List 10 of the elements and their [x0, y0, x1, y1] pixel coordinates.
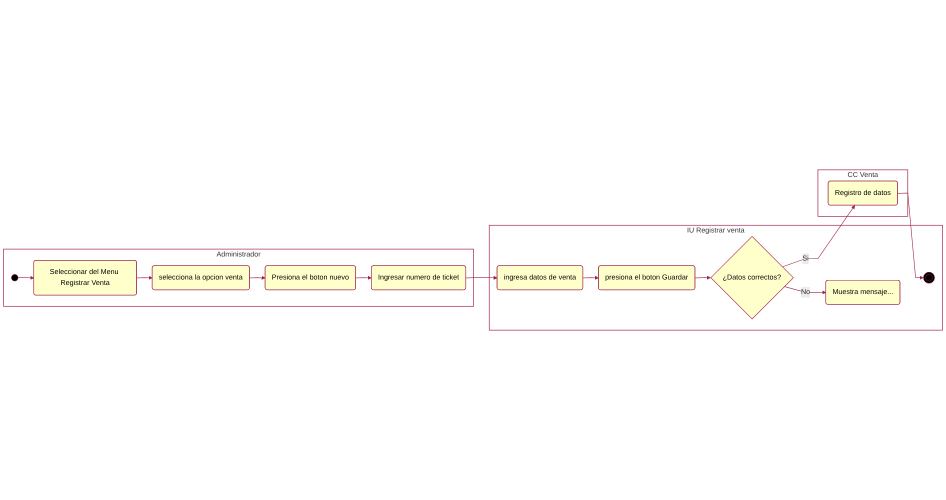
- arrow: [136, 276, 153, 280]
- arrow: [249, 276, 266, 280]
- arrow: [356, 276, 372, 280]
- arrow: [466, 276, 498, 280]
- node-circle: [11, 274, 18, 282]
- arrow: [898, 192, 924, 280]
- arrow: [694, 276, 711, 280]
- arrow: [582, 276, 599, 280]
- arrow: [18, 276, 34, 280]
- arrow: [782, 205, 855, 268]
